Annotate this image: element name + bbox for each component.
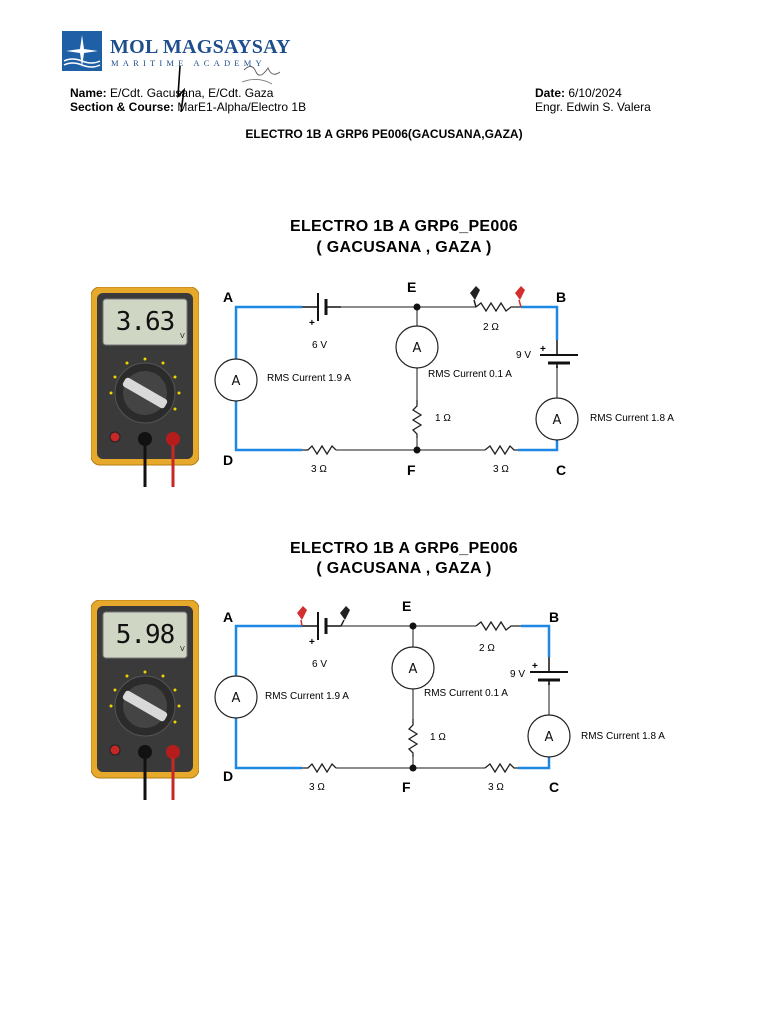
- node-d-label: D: [223, 452, 234, 468]
- node-b-label: B: [556, 289, 567, 305]
- source-6v-label: 6 V: [312, 340, 328, 351]
- signature-scribble: [177, 65, 281, 113]
- svg-text:+: +: [309, 318, 315, 329]
- current-mid-label: RMS Current 0.1 A: [428, 369, 512, 380]
- svg-text:A: A: [232, 691, 241, 706]
- current-right-label: RMS Current 1.8 A: [590, 413, 674, 424]
- document-title: ELECTRO 1B A GRP6 PE006(GACUSANA,GAZA): [245, 127, 523, 141]
- svg-text:+: +: [309, 637, 315, 648]
- meter-reading: 5.98: [115, 620, 176, 650]
- circuit-subtitle: ( GACUSANA , GAZA ): [316, 560, 492, 577]
- current-mid-label: RMS Current 0.1 A: [424, 688, 508, 699]
- multimeter: 3.63 V: [91, 287, 199, 487]
- current-left-label: RMS Current 1.9 A: [265, 691, 349, 702]
- svg-text:+: +: [540, 344, 546, 355]
- circuit-diagram: + + A A A: [214, 286, 579, 456]
- node-d-label: D: [223, 768, 234, 784]
- section-field: Section & Course: MarE1-Alpha/Electro 1B: [70, 100, 306, 114]
- source-9v-label: 9 V: [510, 669, 526, 680]
- logo-name: MOL MAGSAYSAY: [110, 36, 291, 58]
- resistor-eb-label: 2 Ω: [479, 643, 495, 654]
- name-value: E/Cdt. Gacusana, E/Cdt. Gaza: [110, 86, 274, 100]
- meter-reading: 3.63: [115, 307, 176, 337]
- name-label: Name:: [70, 86, 107, 100]
- node-c-label: C: [549, 779, 560, 795]
- node-f-label: F: [407, 462, 416, 478]
- current-right-label: RMS Current 1.8 A: [581, 731, 665, 742]
- circuit-diagram: + + A A A: [214, 606, 571, 774]
- resistor-df-label: 3 Ω: [309, 782, 325, 793]
- section-value: MarE1-Alpha/Electro 1B: [177, 100, 307, 114]
- svg-text:+: +: [532, 661, 538, 672]
- date-field: Date: 6/10/2024: [535, 86, 622, 100]
- source-9v-label: 9 V: [516, 350, 532, 361]
- source-6v-label: 6 V: [312, 659, 328, 670]
- date-value: 6/10/2024: [568, 86, 622, 100]
- svg-text:A: A: [413, 341, 422, 356]
- svg-text:A: A: [232, 374, 241, 389]
- circuit-subtitle: ( GACUSANA , GAZA ): [316, 239, 492, 256]
- instructor-name: Engr. Edwin S. Valera: [535, 100, 651, 114]
- meter-unit: V: [180, 332, 185, 340]
- logo-emblem: [62, 31, 102, 71]
- node-f-label: F: [402, 779, 411, 795]
- svg-text:A: A: [545, 730, 554, 745]
- node-e-label: E: [402, 598, 412, 614]
- node-b-label: B: [549, 609, 560, 625]
- node-e-label: E: [407, 279, 417, 295]
- current-left-label: RMS Current 1.9 A: [267, 373, 351, 384]
- multimeter: 5.98 V: [91, 600, 199, 800]
- node-a-label: A: [223, 609, 234, 625]
- resistor-df-label: 3 Ω: [311, 464, 327, 475]
- name-field: Name: E/Cdt. Gacusana, E/Cdt. Gaza: [70, 86, 273, 100]
- section-label: Section & Course:: [70, 100, 175, 114]
- circuit-title: ELECTRO 1B A GRP6_PE006: [289, 540, 518, 557]
- node-a-label: A: [223, 289, 234, 305]
- resistor-fc-label: 3 Ω: [493, 464, 509, 475]
- resistor-fc-label: 3 Ω: [488, 782, 504, 793]
- circuit-title: ELECTRO 1B A GRP6_PE006: [289, 218, 518, 235]
- node-c-label: C: [556, 462, 567, 478]
- svg-text:A: A: [553, 413, 562, 428]
- logo-subtitle: MARITIME ACADEMY: [111, 58, 266, 68]
- date-label: Date:: [535, 86, 566, 100]
- meter-unit: V: [180, 645, 185, 653]
- svg-text:A: A: [409, 662, 418, 677]
- resistor-ef-label: 1 Ω: [435, 413, 451, 424]
- resistor-eb-label: 2 Ω: [483, 322, 499, 333]
- resistor-ef-label: 1 Ω: [430, 732, 446, 743]
